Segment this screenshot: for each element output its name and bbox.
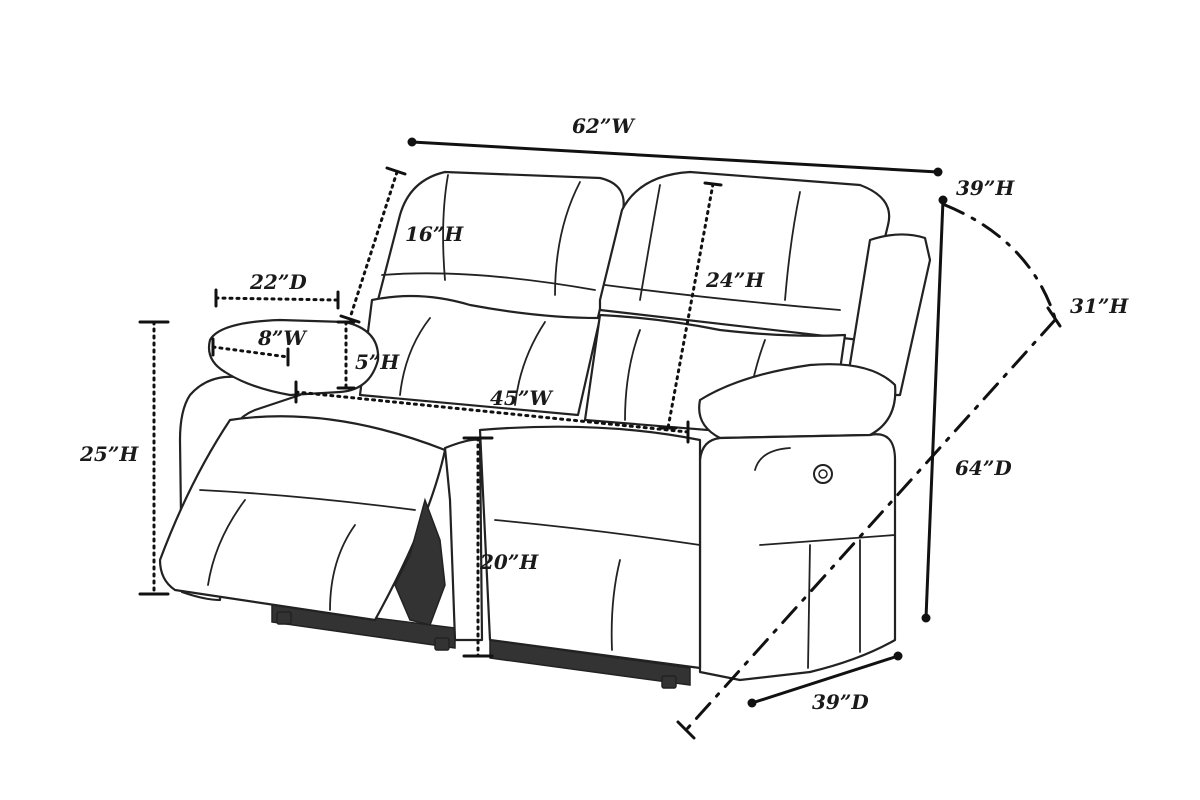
dim-line-back-cushion: [348, 170, 399, 320]
dim-line-reclined-height: [943, 203, 1057, 320]
label-overall-width: 62”W: [572, 114, 634, 138]
right-arm-pad: [698, 363, 897, 440]
label-arm-depth: 22”D: [250, 270, 307, 294]
label-back-height: 16”H: [405, 222, 464, 246]
seat-front-left: [443, 438, 484, 642]
sofa-foot: [276, 611, 292, 625]
label-overall-depth: 39”D: [812, 690, 869, 714]
sofa-foot: [434, 637, 450, 651]
dim-line-back-height: [924, 198, 945, 620]
left-arm-pad: [207, 318, 380, 397]
back-cushion-right: [598, 170, 891, 342]
dim-line-arm-width: [211, 345, 290, 359]
right-arm-side: [698, 433, 897, 682]
label-reclined-depth: 64”D: [955, 456, 1012, 480]
loveseat-illustration: [158, 170, 932, 689]
reclined-footrest: [158, 415, 447, 622]
label-reclined-height: 31”H: [1070, 294, 1129, 318]
label-back-cushion-height: 24”H: [706, 268, 765, 292]
dim-line-arm-depth: [214, 296, 340, 302]
label-arm-height: 5”H: [355, 350, 400, 374]
sofa-base-rail: [271, 604, 456, 649]
dim-line-overall-width: [410, 140, 940, 174]
footrest-mechanism: [394, 497, 446, 626]
sofa-foot: [661, 675, 677, 689]
dim-line-seat-width: [294, 390, 690, 434]
dim-line-inner-back-height: [666, 182, 715, 430]
label-arm-width: 8”W: [258, 326, 306, 350]
label-seat-width: 45”W: [490, 386, 552, 410]
label-arm-floor-height: 25”H: [80, 442, 139, 466]
dim-line-overall-depth: [750, 654, 900, 705]
label-seat-height: 20”H: [480, 550, 539, 574]
lower-back-left: [358, 294, 602, 417]
dimension-lines: [138, 137, 1062, 740]
right-arm-post: [843, 233, 932, 397]
dim-line-reclined-depth: [684, 318, 1057, 732]
label-back-height-right: 39”H: [956, 176, 1015, 200]
seat-cushion-right: [478, 425, 702, 670]
